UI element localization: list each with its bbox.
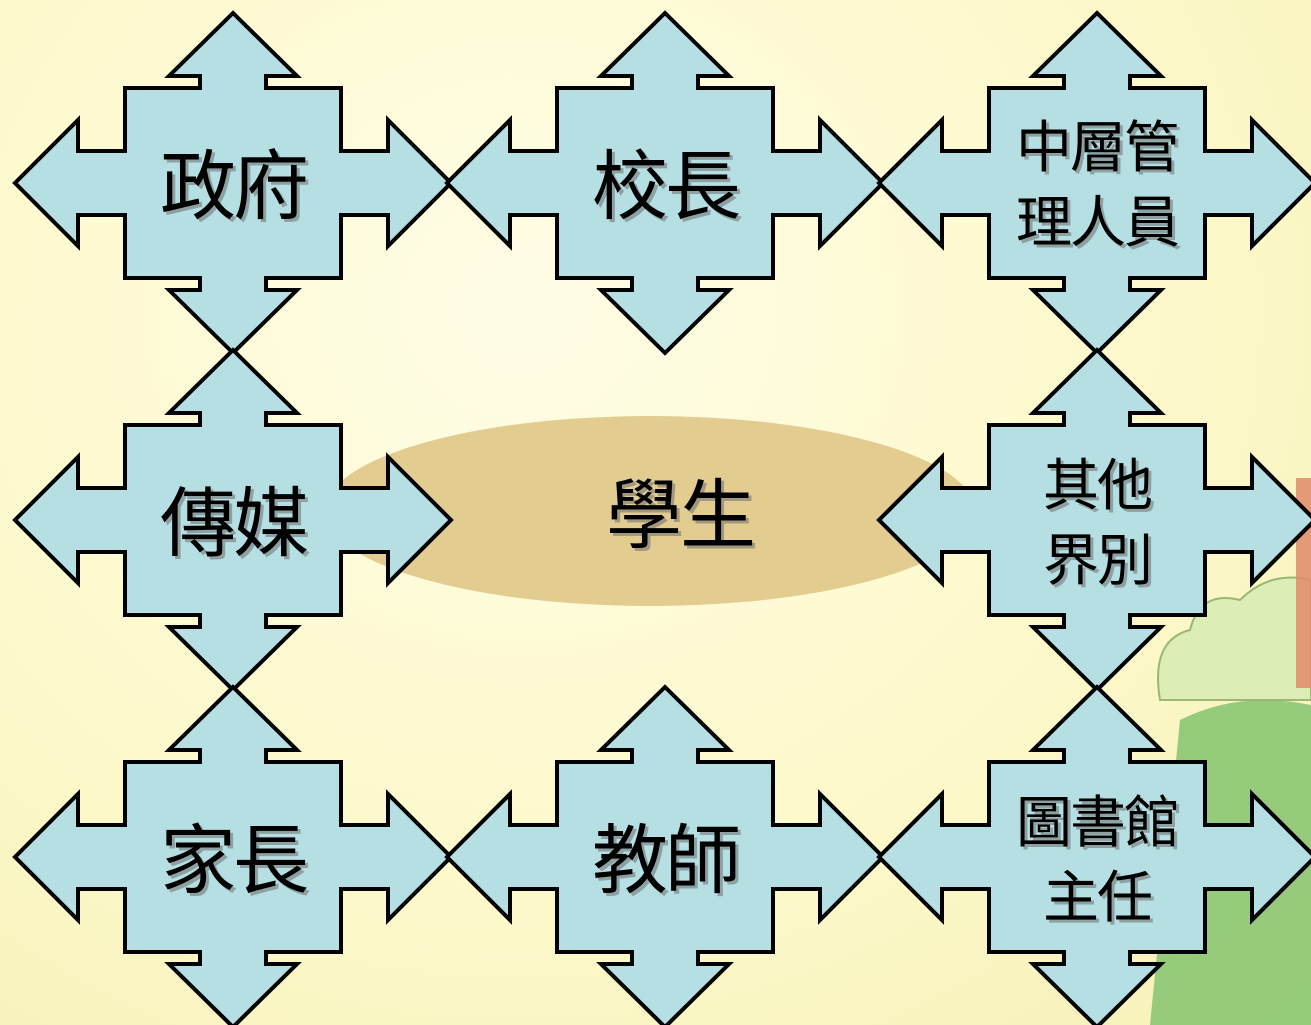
arrow-media <box>13 348 453 692</box>
arrow-parents <box>13 685 453 1025</box>
arrow-middle-management <box>877 11 1311 355</box>
arrow-teachers <box>445 685 885 1025</box>
center-label: 學生 <box>606 471 756 560</box>
arrow-principal <box>445 11 885 355</box>
arrow-government <box>13 11 453 355</box>
center-ellipse <box>325 416 975 606</box>
